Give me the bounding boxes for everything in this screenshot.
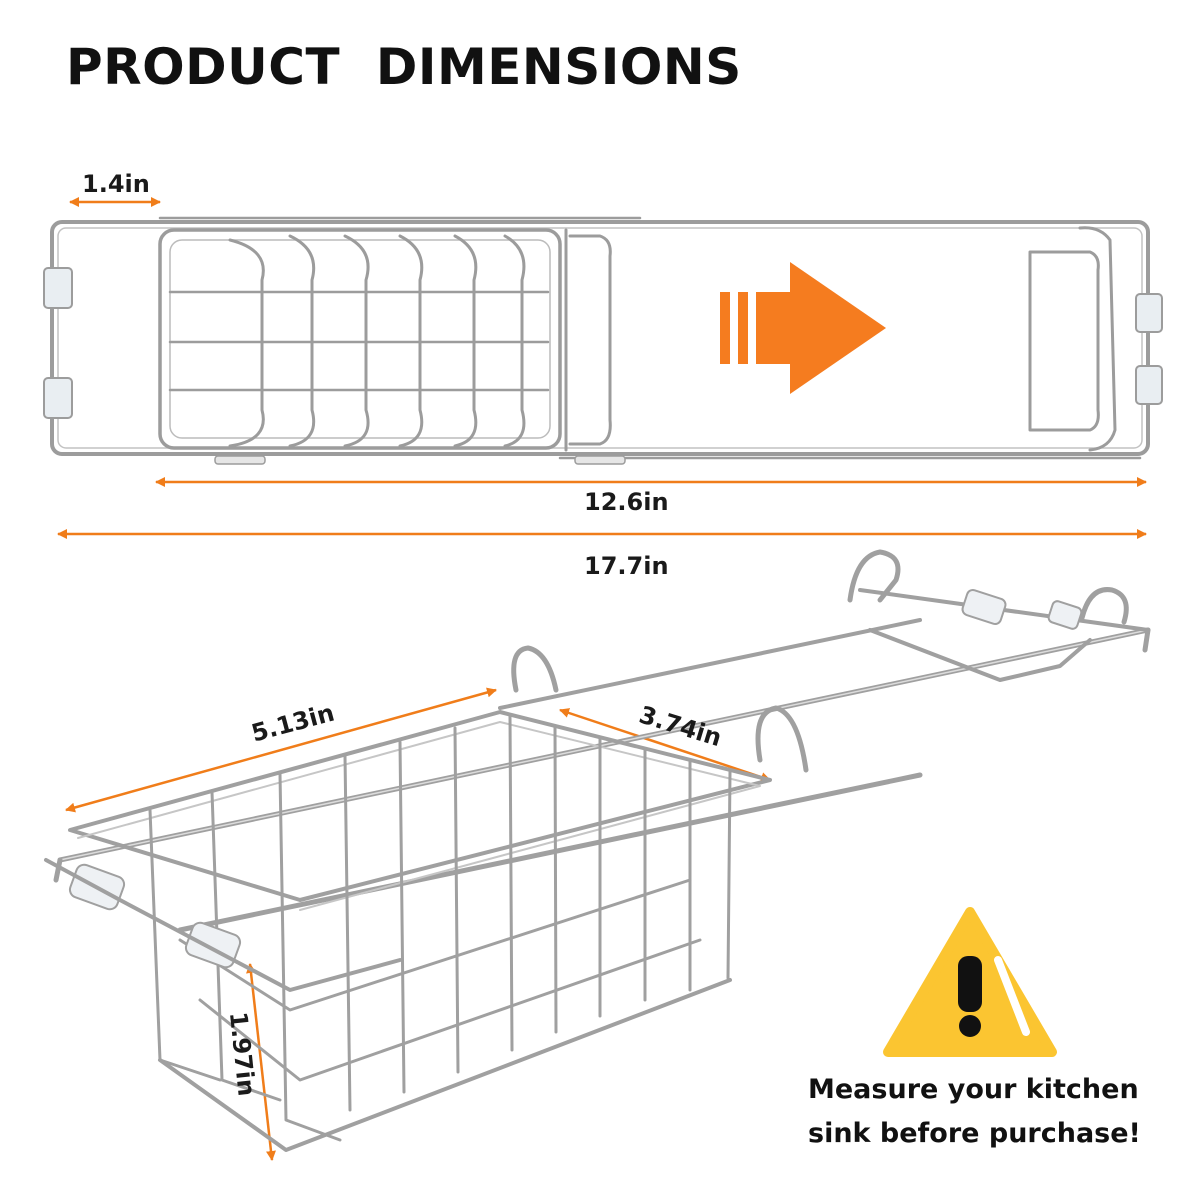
warning-triangle-icon xyxy=(883,907,1057,1057)
warning-line-2: sink before purchase! xyxy=(808,1118,1141,1149)
dimension-lines xyxy=(57,197,1147,1161)
warning-line-1: Measure your kitchen xyxy=(808,1074,1139,1105)
dimension-label-closed-length: 12.6in xyxy=(584,488,669,516)
dimension-label-handle-width: 1.4in xyxy=(82,170,150,198)
perspective-view-rack xyxy=(44,549,1151,1152)
top-view-rack xyxy=(43,216,1163,465)
dimension-label-extended-length: 17.7in xyxy=(584,552,669,580)
warning-message: Measure your kitchen sink before purchas… xyxy=(808,1068,1148,1156)
page-title: PRODUCT DIMENSIONS xyxy=(66,38,742,96)
right-arrow-icon xyxy=(720,262,886,394)
